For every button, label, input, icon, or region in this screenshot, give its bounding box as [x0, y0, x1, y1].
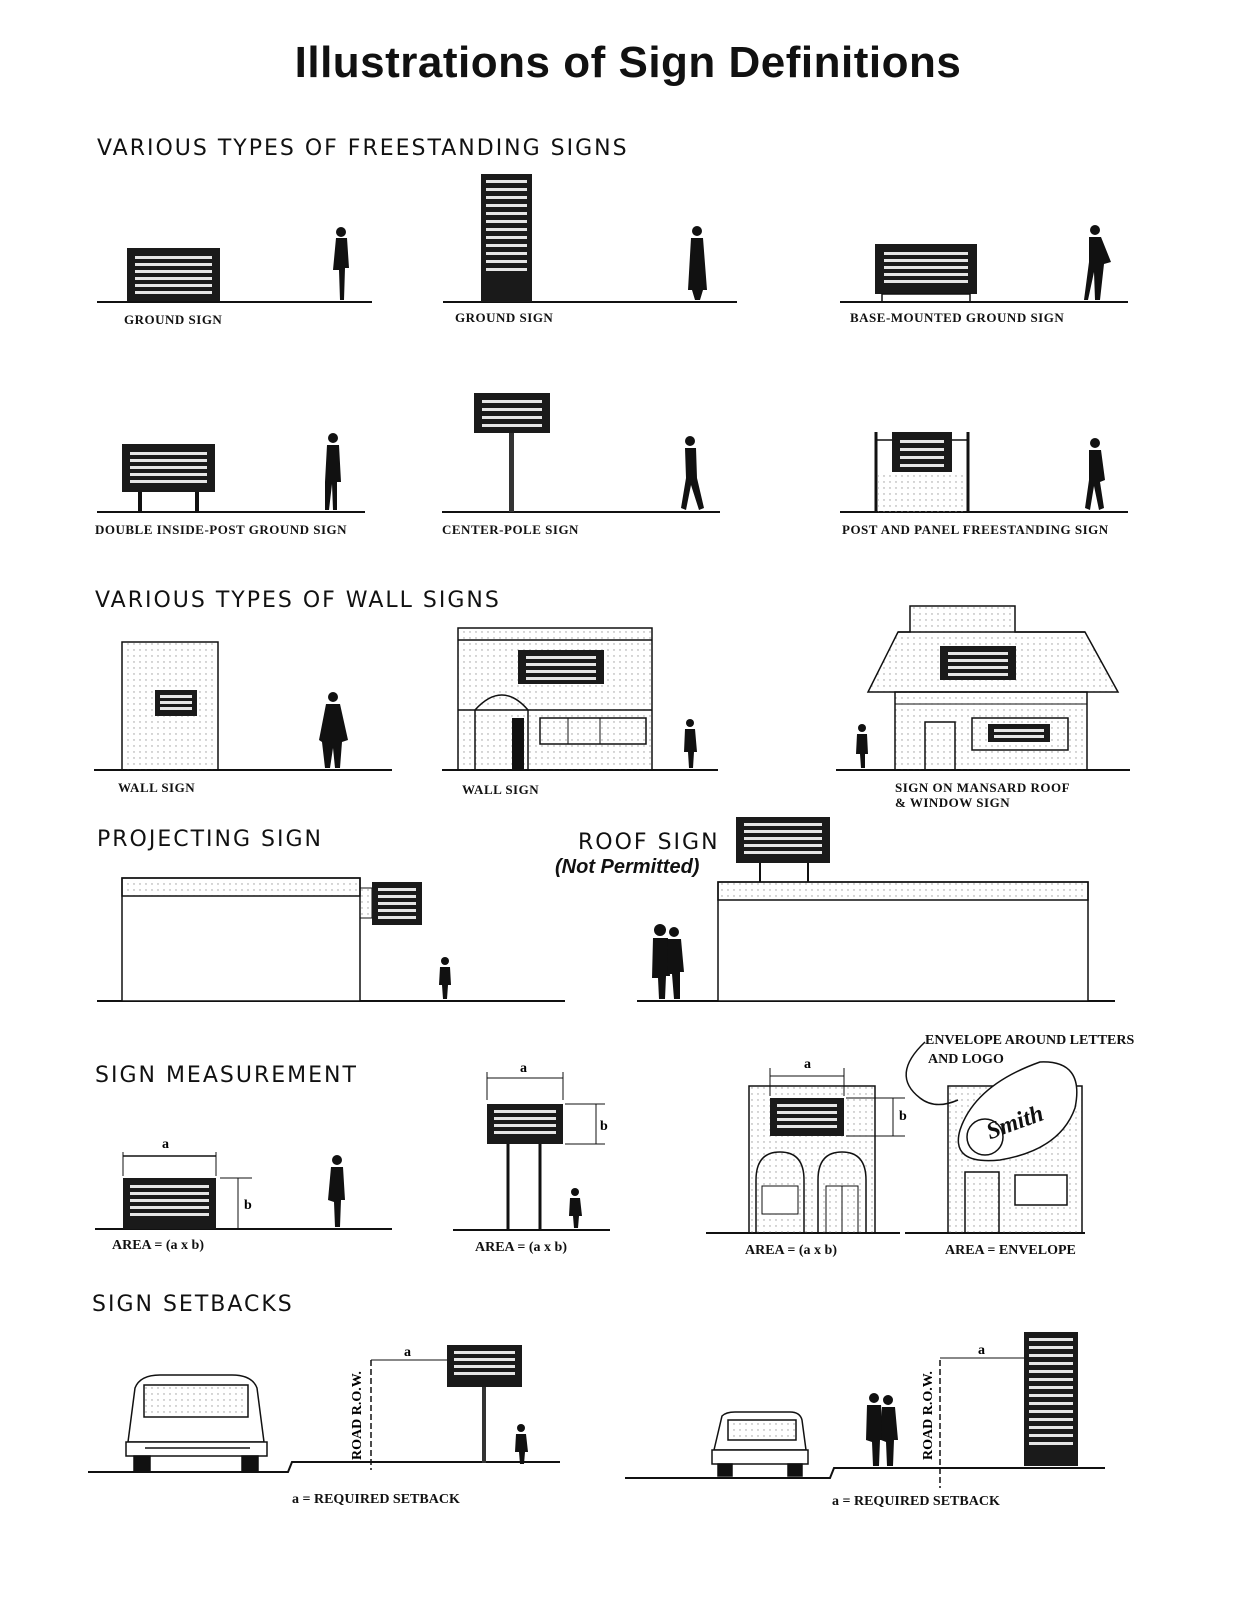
person-silhouette — [688, 226, 707, 300]
person-silhouette — [681, 436, 704, 510]
person-silhouette — [652, 924, 684, 999]
post-and-panel-sign-drawing — [840, 432, 1128, 512]
dim-b-label: b — [244, 1198, 252, 1213]
measurement-pole-sign: a b — [453, 1061, 610, 1230]
projecting-sign-drawing — [97, 878, 565, 1001]
dim-b-label: b — [600, 1119, 608, 1134]
measurement-envelope-sign: Smith — [905, 1042, 1085, 1233]
person-silhouette — [569, 1188, 582, 1228]
truck-drawing — [126, 1375, 267, 1471]
dim-a-label: a — [520, 1061, 527, 1076]
person-silhouette — [439, 957, 451, 999]
dim-a-label: a — [804, 1057, 811, 1072]
setback-dim-a: a — [404, 1345, 411, 1360]
base-mounted-ground-sign-drawing — [840, 225, 1128, 302]
wall-sign-1-drawing — [94, 642, 392, 770]
center-pole-sign-drawing — [442, 393, 720, 512]
person-silhouette — [1084, 225, 1111, 300]
wall-sign-2-drawing — [442, 628, 718, 770]
setback-pole-sign: ROAD R.O.W. a — [88, 1345, 560, 1472]
dim-a-label: a — [162, 1137, 169, 1152]
double-inside-post-sign-drawing — [97, 433, 365, 512]
measurement-building-sign: a b — [706, 1057, 907, 1233]
person-silhouette — [333, 227, 349, 300]
mansard-roof-sign-drawing — [836, 606, 1130, 770]
person-silhouette — [319, 692, 348, 768]
measurement-ground-sign: a b — [95, 1137, 392, 1229]
dim-b-label: b — [899, 1109, 907, 1124]
setback-dim-a-2: a — [978, 1343, 985, 1358]
roof-sign-drawing — [637, 817, 1115, 1001]
person-silhouette — [325, 433, 341, 510]
person-silhouette — [684, 719, 697, 768]
setback-ground-sign: ROAD R.O.W. a — [625, 1332, 1105, 1488]
road-row-label: ROAD R.O.W. — [350, 1371, 365, 1460]
road-row-label-2: ROAD R.O.W. — [921, 1371, 936, 1460]
person-silhouette — [1085, 438, 1105, 510]
person-silhouette — [328, 1155, 345, 1227]
person-silhouette — [856, 724, 868, 768]
car-drawing — [712, 1412, 808, 1476]
person-silhouette — [866, 1393, 898, 1466]
ground-sign-1-drawing — [97, 227, 372, 302]
ground-sign-2-drawing — [443, 174, 737, 302]
person-silhouette — [515, 1424, 528, 1464]
